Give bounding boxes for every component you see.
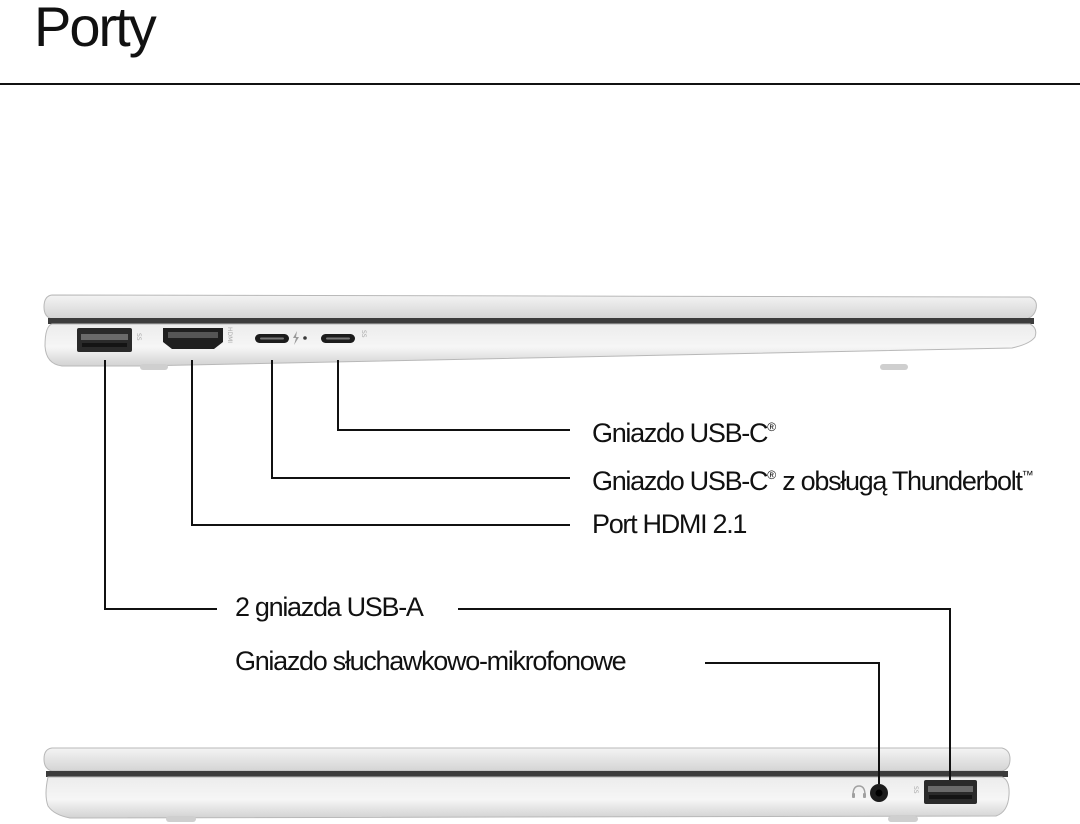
- leader-hdmi: [191, 360, 570, 526]
- leader-thunderbolt: [271, 360, 570, 479]
- leader-audio: [705, 662, 880, 784]
- laptop-right-foot-front: [166, 816, 196, 822]
- laptop-right-side: SS: [43, 747, 1011, 822]
- laptop-left-foot-rear: [880, 364, 908, 370]
- laptop-right-base: [45, 776, 1010, 819]
- hdmi-port-marking: HDMI: [226, 327, 233, 343]
- laptop-left-foot-front: [140, 364, 168, 370]
- laptop-left-base: [44, 323, 1037, 367]
- thunderbolt-bolt-icon: [293, 331, 299, 345]
- label-usb-c: Gniazdo USB-C®: [592, 418, 777, 448]
- laptop-left-hinge-gap: [48, 318, 1034, 324]
- usb-c-port-icon: [321, 334, 355, 343]
- laptop-right-lid: [43, 747, 1011, 772]
- laptop-left-lid: [43, 294, 1037, 320]
- usb-a-right-marking: SS: [912, 786, 919, 794]
- usb-a-port-marking: SS: [135, 333, 142, 341]
- label-hdmi: Port HDMI 2.1: [592, 509, 747, 539]
- usb-c-thunderbolt-port-icon: [255, 334, 289, 343]
- label-audio-jack: Gniazdo słuchawkowo-mikrofonowe: [235, 646, 627, 676]
- audio-jack-icon: [870, 784, 888, 802]
- usb-a-port-icon: [77, 328, 132, 352]
- usb-a-right-port-icon: [924, 780, 977, 804]
- leader-lines: [104, 360, 951, 784]
- laptop-right-foot-rear: [888, 816, 918, 822]
- label-usb-c-thunderbolt: Gniazdo USB-C® z obsługą Thunderbolt™: [592, 466, 1034, 496]
- hdmi-port-icon: [163, 328, 223, 349]
- laptop-right-hinge-gap: [46, 771, 1008, 777]
- laptop-left-side: SS HDMI SS: [43, 294, 1037, 370]
- label-usb-a: 2 gniazda USB-A: [235, 592, 424, 622]
- title-divider: [0, 83, 1080, 85]
- leader-usb-a-left: [104, 360, 217, 610]
- usb-c-port-marking: SS: [360, 330, 367, 338]
- page-title: Porty: [34, 0, 157, 58]
- port-status-led: [303, 336, 307, 340]
- leader-usb-a-right: [458, 608, 951, 780]
- headphone-icon: [852, 785, 866, 798]
- leader-usb-c: [337, 360, 570, 431]
